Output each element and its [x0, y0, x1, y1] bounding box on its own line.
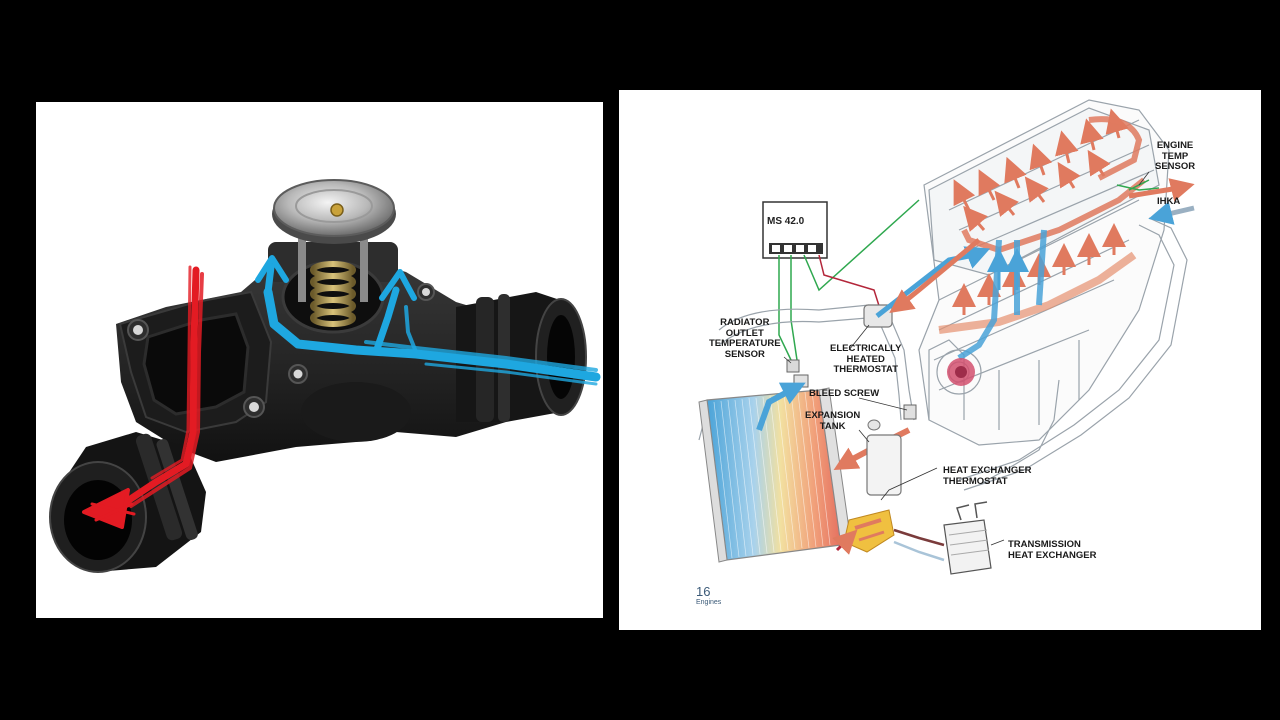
- transmission-heat-exchanger-label: TRANSMISSION HEAT EXCHANGER: [1008, 539, 1097, 561]
- engine-temp-sensor-label: ENGINE TEMP SENSOR: [1155, 140, 1196, 172]
- ecu-label: MS 42.0: [767, 216, 805, 227]
- cold-arrows-up: [987, 248, 1029, 290]
- right-outlet-pipe: [456, 292, 587, 422]
- radiator-outlet-sensor-label: RADIATOR OUTLET TEMPERATURE SENSOR: [709, 317, 781, 360]
- ihka-label: IHKA: [1157, 196, 1181, 207]
- leader-lines: [783, 171, 1150, 546]
- ecu-box: [762, 201, 828, 259]
- hot-flow-arrow: [82, 265, 204, 529]
- heated-thermostat-label: ELECTRICALLY HEATED THERMOSTAT: [830, 343, 902, 375]
- cooling-system-diagram: [698, 99, 1195, 575]
- heat-exchanger-thermostat: [832, 509, 895, 555]
- heat-exchanger-thermostat-label: HEAT EXCHANGER THERMOSTAT: [943, 465, 1032, 487]
- thermostat-housing-illustration: [49, 179, 601, 573]
- expansion-tank: [866, 404, 917, 496]
- thermostat-photo-panel: [36, 102, 603, 618]
- head-manifold-hot: [961, 116, 1146, 254]
- expansion-tank-label: EXPANSION TANK: [805, 410, 861, 432]
- transmission-heat-exchanger: [893, 501, 992, 575]
- radiator-outlet-sensor: [786, 359, 809, 388]
- thermostat-element: [268, 179, 398, 334]
- cool-flow-arrows: [255, 255, 601, 386]
- ihka-connections: [1128, 178, 1195, 225]
- page-section: Engines: [696, 599, 722, 606]
- sensor-wiring: [778, 179, 1160, 361]
- heated-thermostat: [863, 238, 991, 328]
- cooling-system-diagram-panel: MS 42.0 ENGINE TEMP SENSOR IHKA RADIATOR…: [619, 90, 1261, 630]
- water-pump: [947, 358, 975, 386]
- radiator-cold-outlet: [756, 382, 806, 432]
- block-jacket-hot: [938, 251, 1137, 334]
- page-number: 16: [696, 584, 711, 599]
- bleed-screw-label: BLEED SCREW: [809, 388, 880, 399]
